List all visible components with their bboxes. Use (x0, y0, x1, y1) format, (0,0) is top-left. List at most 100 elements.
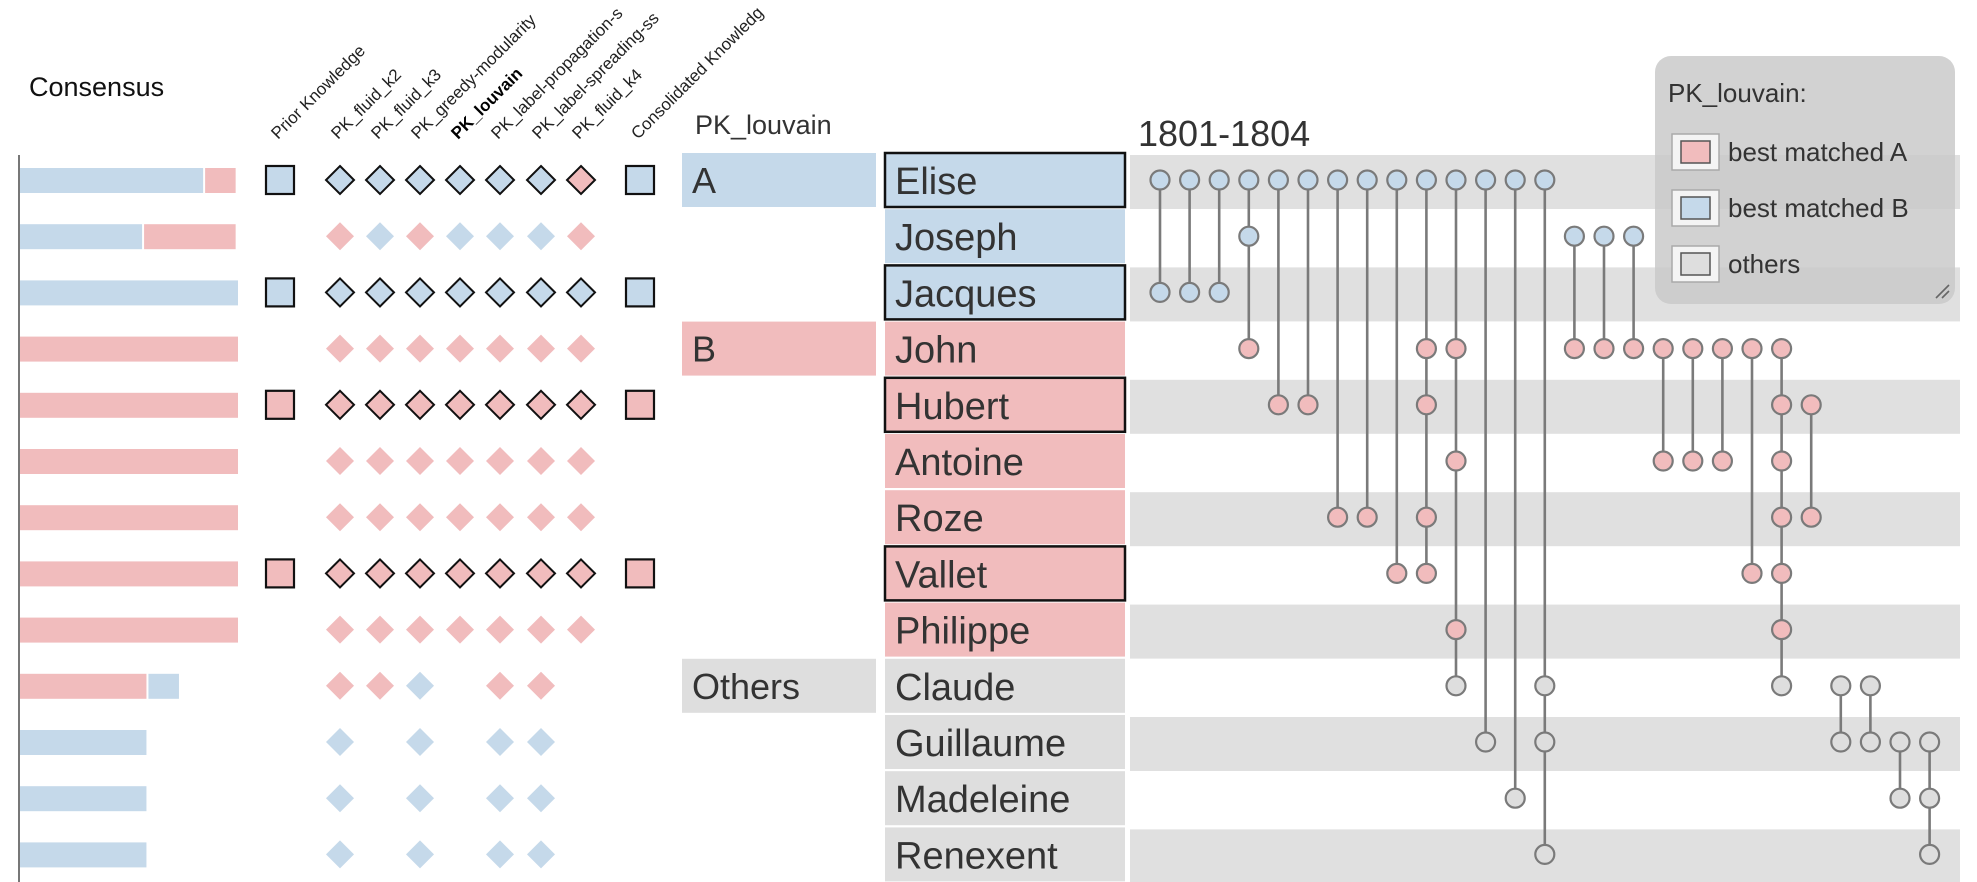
event-hyperedge[interactable] (1149, 169, 1171, 303)
event-node[interactable] (1149, 169, 1171, 191)
event-hyperedge[interactable] (1741, 338, 1763, 585)
event-node[interactable] (1297, 394, 1319, 416)
event-node[interactable] (1563, 225, 1586, 247)
event-node[interactable] (1238, 225, 1260, 247)
name-box[interactable] (883, 151, 1127, 209)
event-node[interactable] (1356, 169, 1378, 191)
event-node[interactable] (1563, 338, 1586, 360)
event-node[interactable] (1504, 169, 1526, 191)
event-node[interactable] (1445, 675, 1467, 697)
event-node[interactable] (1297, 169, 1319, 191)
event-node[interactable] (1474, 731, 1497, 753)
event-node[interactable] (1800, 394, 1822, 416)
name-box[interactable] (885, 827, 1125, 882)
event-node[interactable] (1593, 338, 1615, 360)
event-node[interactable] (1534, 843, 1556, 866)
event-hyperedge[interactable] (1859, 675, 1882, 753)
event-hyperedge[interactable] (1889, 731, 1911, 809)
event-node[interactable] (1622, 225, 1645, 247)
event-node[interactable] (1445, 169, 1467, 191)
event-hyperedge[interactable] (1415, 169, 1438, 585)
event-node[interactable] (1770, 338, 1793, 360)
event-node[interactable] (1918, 787, 1941, 809)
name-box[interactable] (885, 209, 1125, 264)
event-hyperedge[interactable] (1356, 169, 1378, 528)
name-box[interactable] (885, 602, 1125, 657)
event-node[interactable] (1326, 506, 1349, 528)
event-node[interactable] (1445, 618, 1467, 641)
name-box[interactable] (885, 434, 1125, 488)
event-hyperedge[interactable] (1208, 169, 1230, 303)
event-hyperedge[interactable] (1682, 338, 1704, 472)
event-node[interactable] (1415, 338, 1438, 360)
event-node[interactable] (1622, 338, 1645, 360)
event-node[interactable] (1741, 562, 1763, 585)
event-node[interactable] (1178, 169, 1201, 191)
event-node[interactable] (1415, 562, 1438, 585)
event-node[interactable] (1178, 281, 1201, 303)
event-node[interactable] (1889, 787, 1911, 809)
event-node[interactable] (1386, 169, 1408, 191)
event-node[interactable] (1859, 675, 1882, 697)
event-node[interactable] (1770, 450, 1793, 472)
event-hyperedge[interactable] (1918, 731, 1941, 866)
event-node[interactable] (1208, 281, 1230, 303)
event-node[interactable] (1504, 787, 1526, 809)
event-node[interactable] (1415, 169, 1438, 191)
event-hyperedge[interactable] (1830, 675, 1852, 753)
event-node[interactable] (1770, 506, 1793, 528)
event-node[interactable] (1889, 731, 1911, 753)
event-hyperedge[interactable] (1622, 225, 1645, 360)
name-box[interactable] (883, 264, 1127, 321)
event-node[interactable] (1711, 450, 1734, 472)
event-node[interactable] (1208, 169, 1230, 191)
event-node[interactable] (1682, 338, 1704, 360)
event-hyperedge[interactable] (1297, 169, 1319, 416)
event-node[interactable] (1652, 338, 1674, 360)
event-node[interactable] (1267, 169, 1290, 191)
event-node[interactable] (1593, 225, 1615, 247)
event-node[interactable] (1741, 338, 1763, 360)
name-box[interactable] (883, 376, 1127, 434)
event-hyperedge[interactable] (1652, 338, 1674, 472)
event-hyperedge[interactable] (1474, 169, 1497, 753)
name-box[interactable] (885, 490, 1125, 545)
event-hyperedge[interactable] (1445, 169, 1467, 697)
event-node[interactable] (1386, 562, 1408, 585)
event-node[interactable] (1770, 675, 1793, 697)
event-node[interactable] (1682, 450, 1704, 472)
event-hyperedge[interactable] (1326, 169, 1349, 528)
event-node[interactable] (1859, 731, 1882, 753)
event-node[interactable] (1267, 394, 1290, 416)
event-node[interactable] (1445, 450, 1467, 472)
event-node[interactable] (1800, 506, 1822, 528)
event-node[interactable] (1830, 675, 1852, 697)
event-node[interactable] (1918, 731, 1941, 753)
name-box[interactable] (885, 771, 1125, 826)
event-hyperedge[interactable] (1504, 169, 1526, 809)
event-node[interactable] (1415, 394, 1438, 416)
event-hyperedge[interactable] (1534, 169, 1556, 866)
event-hyperedge[interactable] (1267, 169, 1290, 416)
event-node[interactable] (1238, 169, 1260, 191)
event-node[interactable] (1770, 618, 1793, 641)
event-hyperedge[interactable] (1178, 169, 1201, 303)
event-node[interactable] (1534, 169, 1556, 191)
event-node[interactable] (1711, 338, 1734, 360)
event-node[interactable] (1652, 450, 1674, 472)
event-node[interactable] (1238, 338, 1260, 360)
event-hyperedge[interactable] (1711, 338, 1734, 472)
event-node[interactable] (1415, 506, 1438, 528)
name-box[interactable] (885, 658, 1125, 713)
event-hyperedge[interactable] (1563, 225, 1586, 360)
event-node[interactable] (1326, 169, 1349, 191)
name-box[interactable] (885, 715, 1125, 769)
event-node[interactable] (1149, 281, 1171, 303)
event-node[interactable] (1356, 506, 1378, 528)
name-box[interactable] (883, 545, 1127, 602)
event-node[interactable] (1534, 731, 1556, 753)
event-node[interactable] (1830, 731, 1852, 753)
event-hyperedge[interactable] (1386, 169, 1408, 585)
resize-handle-icon[interactable] (1935, 284, 1950, 299)
